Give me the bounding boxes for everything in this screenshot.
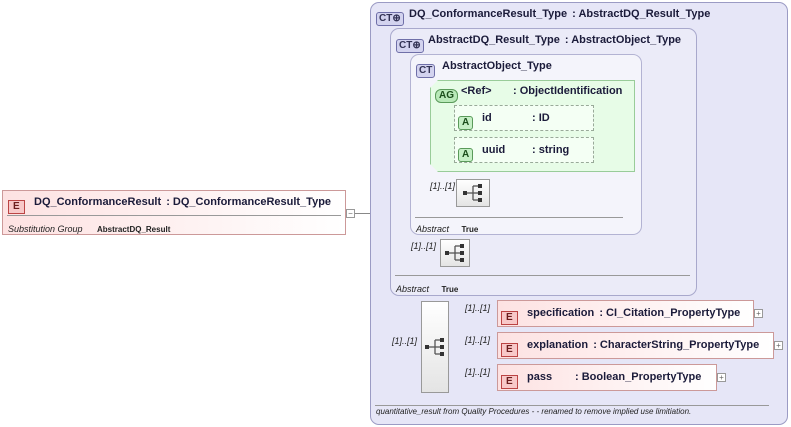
- complex-type-badge: CT: [416, 64, 436, 78]
- element-pass[interactable]: E pass : Boolean_PropertyType: [497, 364, 717, 391]
- abstract-value: True: [461, 225, 479, 234]
- attribute-group-type: : ObjectIdentification: [513, 85, 623, 97]
- attribute-id-type: : ID: [532, 112, 550, 124]
- element-specification-name: specification: [527, 307, 595, 319]
- substitution-group-label: Substitution Group: [8, 224, 83, 234]
- specification-cardinality: [1]..[1]: [465, 303, 491, 313]
- attribute-group-name: <Ref>: [461, 85, 492, 97]
- element-specification-type: : CI_Citation_PropertyType: [599, 307, 741, 319]
- connector-root: [355, 213, 379, 214]
- expand-specification-button[interactable]: +: [754, 309, 763, 318]
- element-badge: E: [501, 375, 518, 389]
- root-element-box[interactable]: E DQ_ConformanceResult : DQ_ConformanceR…: [2, 190, 346, 235]
- outer-sequence-compositor[interactable]: [421, 301, 449, 393]
- attribute-badge: A: [458, 116, 474, 130]
- attribute-group-badge: AG: [435, 89, 458, 103]
- middle-sequence-compositor[interactable]: [440, 239, 470, 267]
- expand-root-button[interactable]: −: [346, 209, 355, 218]
- expand-pass-button[interactable]: +: [717, 373, 726, 382]
- attribute-id[interactable]: A id : ID: [454, 105, 594, 131]
- outer-type-base: : AbstractDQ_Result_Type: [572, 8, 711, 20]
- element-explanation[interactable]: E explanation : CharacterString_Property…: [497, 332, 774, 359]
- separator: [375, 405, 769, 406]
- inner-type-name: AbstractObject_Type: [442, 60, 552, 72]
- separator: [415, 217, 623, 218]
- expand-explanation-button[interactable]: +: [774, 341, 783, 350]
- attribute-uuid[interactable]: A uuid : string: [454, 137, 594, 163]
- root-element-name: DQ_ConformanceResult: [34, 196, 162, 208]
- middle-type-name: AbstractDQ_Result_Type: [428, 34, 560, 46]
- abstract-label: Abstract: [416, 224, 450, 234]
- inner-sequence-compositor[interactable]: [456, 179, 490, 207]
- pass-cardinality: [1]..[1]: [465, 367, 491, 377]
- attribute-badge: A: [458, 148, 474, 162]
- substitution-group-value: AbstractDQ_Result: [97, 225, 171, 234]
- separator: [395, 275, 690, 276]
- sequence-icon: [425, 338, 444, 356]
- abstract-label: Abstract: [396, 284, 430, 294]
- outer-type-annotation: quantitative_result from Quality Procedu…: [376, 407, 692, 416]
- element-explanation-type: : CharacterString_PropertyType: [593, 339, 760, 351]
- element-badge: E: [501, 311, 518, 325]
- root-element-type: : DQ_ConformanceResult_Type: [166, 196, 332, 208]
- element-pass-name: pass: [527, 371, 553, 383]
- element-badge: E: [8, 200, 25, 214]
- attribute-uuid-name: uuid: [482, 144, 506, 156]
- middle-sequence-cardinality: [1]..[1]: [411, 241, 437, 251]
- complex-type-badge: CT⊕: [396, 39, 424, 53]
- outer-sequence-cardinality: [1]..[1]: [392, 336, 418, 346]
- inner-sequence-cardinality: [1]..[1]: [430, 181, 456, 191]
- separator: [7, 215, 341, 216]
- complex-type-badge: CT⊕: [376, 12, 404, 26]
- abstract-value: True: [441, 285, 459, 294]
- attribute-id-name: id: [482, 112, 492, 124]
- middle-type-base: : AbstractObject_Type: [564, 34, 682, 46]
- attribute-uuid-type: : string: [532, 144, 570, 156]
- explanation-cardinality: [1]..[1]: [465, 335, 491, 345]
- element-pass-type: : Boolean_PropertyType: [575, 371, 702, 383]
- element-badge: E: [501, 343, 518, 357]
- element-explanation-name: explanation: [527, 339, 589, 351]
- outer-type-name: DQ_ConformanceResult_Type: [409, 8, 568, 20]
- sequence-icon: [445, 244, 464, 262]
- sequence-icon: [463, 184, 482, 202]
- element-specification[interactable]: E specification : CI_Citation_PropertyTy…: [497, 300, 754, 327]
